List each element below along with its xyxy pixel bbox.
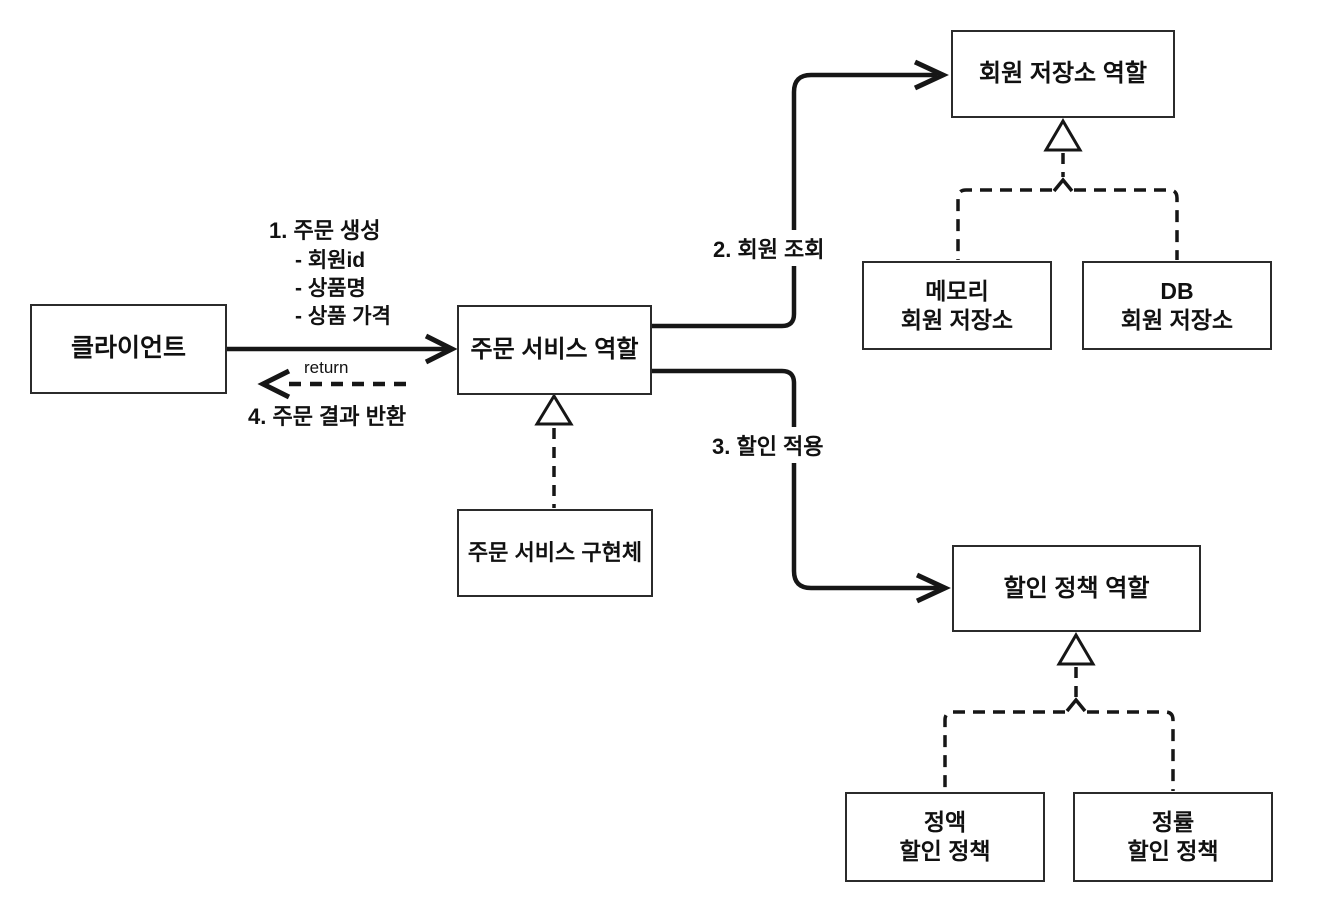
order-service-role-label: 주문 서비스 역할 <box>470 336 639 363</box>
fixed-discount-policy-label: 정액 할인 정책 <box>899 809 991 864</box>
client-box-label: 클라이언트 <box>70 334 186 363</box>
fixed-discount-policy-dashed-branch <box>943 710 1065 791</box>
member-lookup-label: 2. 회원 조회 <box>708 230 830 266</box>
order-create-label: 1. 주문 생성 <box>269 218 381 243</box>
member-repo-junction-chevron-icon <box>1052 177 1074 193</box>
rate-discount-policy-dashed-branch <box>1087 710 1175 791</box>
discount-policy-role-box: 할인 정책 역할 <box>952 545 1201 632</box>
memory-member-repo-box: 메모리 회원 저장소 <box>862 261 1052 350</box>
db-member-repo-dashed-branch <box>1074 188 1179 260</box>
order-service-to-member-repo-arrowhead-icon <box>913 59 949 91</box>
discount-apply-label: 3. 할인 적용 <box>707 427 829 463</box>
member-repo-role-label: 회원 저장소 역할 <box>979 60 1147 87</box>
db-member-repo-box: DB 회원 저장소 <box>1082 261 1272 350</box>
rate-discount-policy-box: 정률 할인 정책 <box>1073 792 1273 882</box>
order-create-param-product-price: - 상품 가격 <box>295 305 391 328</box>
return-note-label: return <box>304 358 349 377</box>
member-repo-realization-triangle-icon <box>1043 118 1083 152</box>
order-create-param-product-name: - 상품명 <box>295 277 366 300</box>
db-member-repo-label: DB 회원 저장소 <box>1120 277 1234 333</box>
order-create-param-member-id: - 회원id <box>295 249 366 272</box>
rate-discount-policy-label: 정률 할인 정책 <box>1127 809 1219 864</box>
order-create-params: - 회원id - 상품명 - 상품 가격 <box>295 247 391 331</box>
client-to-order-service-arrowhead-icon <box>424 333 458 365</box>
order-service-to-discount-policy-line <box>652 368 939 591</box>
order-service-realization-triangle-icon <box>534 393 574 426</box>
member-repo-role-box: 회원 저장소 역할 <box>951 30 1175 118</box>
memory-member-repo-dashed-branch <box>956 188 1052 260</box>
memory-member-repo-label: 메모리 회원 저장소 <box>900 277 1014 333</box>
order-service-impl-box: 주문 서비스 구현체 <box>457 509 653 597</box>
order-service-impl-label: 주문 서비스 구현체 <box>467 540 643 566</box>
client-box: 클라이언트 <box>30 304 227 394</box>
discount-policy-junction-chevron-icon <box>1065 697 1087 713</box>
discount-policy-realization-triangle-icon <box>1056 632 1096 666</box>
fixed-discount-policy-box: 정액 할인 정책 <box>845 792 1045 882</box>
order-return-label: 4. 주문 결과 반환 <box>248 404 407 429</box>
order-service-role-box: 주문 서비스 역할 <box>457 305 652 395</box>
order-return-arrowhead-icon <box>257 368 291 400</box>
order-service-to-member-repo-line <box>652 72 937 329</box>
discount-policy-role-label: 할인 정책 역할 <box>1003 574 1150 602</box>
order-service-to-discount-policy-arrowhead-icon <box>915 572 951 604</box>
